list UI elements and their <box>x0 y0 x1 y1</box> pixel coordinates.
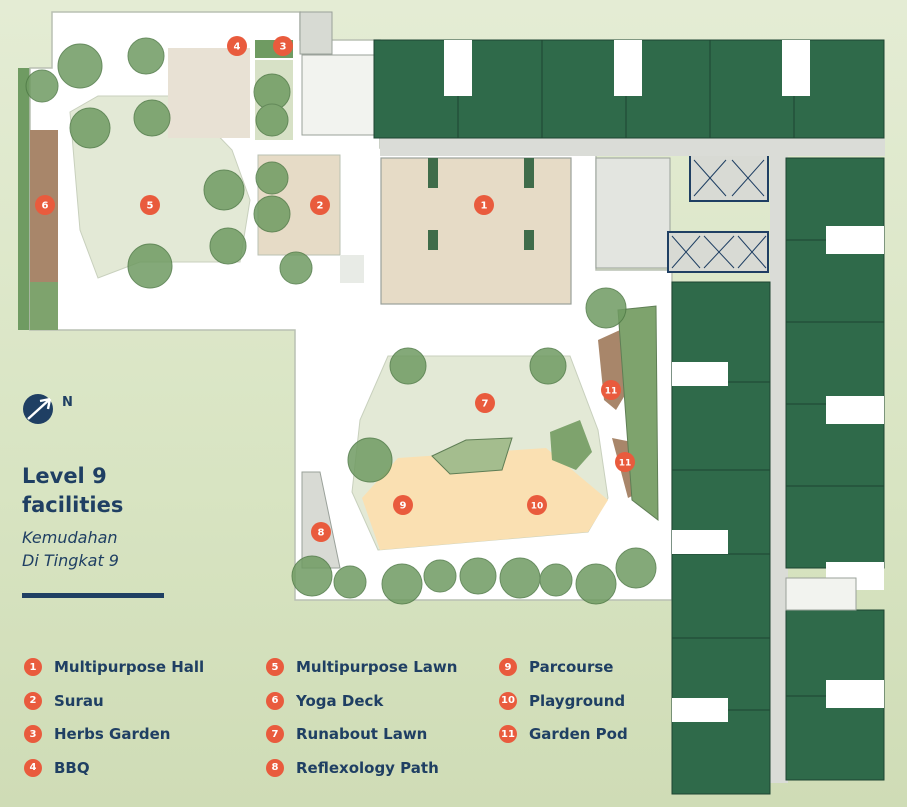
page-subtitle: Kemudahan Di Tingkat 9 <box>22 526 119 572</box>
compass-icon: N <box>23 394 73 424</box>
playground-mound <box>431 437 513 475</box>
legend-item-4: 4 BBQ <box>24 757 90 779</box>
map-marker-1: 1 <box>474 195 494 215</box>
legend-number-badge: 4 <box>24 758 42 777</box>
legend-item-3: 3 Herbs Garden <box>24 723 170 745</box>
bbq-deck <box>168 48 250 138</box>
map-marker-number: 11 <box>619 459 632 469</box>
legend-number-badge: 7 <box>266 725 284 743</box>
map-marker-number: 1 <box>481 201 488 212</box>
north-compass: N <box>22 392 82 436</box>
unit-block <box>709 39 795 139</box>
legend-item-10: 10 Playground <box>499 690 625 712</box>
legend-label: Yoga Deck <box>296 691 384 710</box>
map-marker-number: 11 <box>605 387 618 397</box>
legend-number-badge: 10 <box>499 691 517 710</box>
legend-number-badge: 9 <box>499 658 517 676</box>
legend-item-1: 1 Multipurpose Hall <box>24 656 204 678</box>
multipurpose-hall <box>380 157 572 305</box>
legend-item-11: 11 Garden Pod <box>499 723 628 745</box>
multipurpose-lawn <box>69 95 251 279</box>
legend-number-badge: 11 <box>499 725 517 743</box>
legend-number-badge: 3 <box>24 725 42 743</box>
map-marker-number: 7 <box>482 399 489 410</box>
legend-label: Reflexology Path <box>296 758 439 777</box>
unit-block <box>785 321 885 405</box>
unit-block <box>541 39 627 139</box>
title-line-1: Level 9 <box>22 464 107 488</box>
map-markers: 1 2 3 4 5 6 7 8 9 10 11 11 <box>35 36 635 542</box>
corridor-east <box>770 138 788 783</box>
legend-number-badge: 8 <box>266 758 284 777</box>
subtitle-line-2: Di Tingkat 9 <box>22 551 119 570</box>
map-marker-number: 9 <box>400 501 407 512</box>
map-marker-number: 6 <box>42 201 49 212</box>
heading-divider <box>22 593 164 598</box>
map-marker-10: 10 <box>527 495 547 515</box>
lobby-core-north <box>301 54 375 136</box>
map-marker-number: 3 <box>280 42 287 53</box>
lawn-planter <box>550 420 592 470</box>
map-marker-7: 7 <box>475 393 495 413</box>
stair-core-north <box>299 11 333 55</box>
legend-label: Runabout Lawn <box>296 725 428 743</box>
yoga-planter <box>30 282 58 330</box>
map-marker-11: 11 <box>601 380 621 400</box>
legend-item-5: 5 Multipurpose Lawn <box>266 656 457 678</box>
legend-label: Garden Pod <box>529 725 628 743</box>
left-planter-strip <box>18 68 32 330</box>
stair-core-east <box>785 577 857 611</box>
lift-lobby <box>595 157 671 269</box>
lift-shaft-north <box>689 154 769 202</box>
map-marker-8: 8 <box>311 522 331 542</box>
map-marker-9: 9 <box>393 495 413 515</box>
page-title: Level 9 facilities <box>22 462 123 520</box>
legend-label: Multipurpose Lawn <box>296 658 458 676</box>
legend-label: Multipurpose Hall <box>54 658 205 676</box>
unit-block <box>671 709 771 795</box>
map-marker-number: 10 <box>531 502 544 512</box>
map-marker-number: 2 <box>317 201 324 212</box>
map-marker-6: 6 <box>35 195 55 215</box>
map-marker-number: 4 <box>234 42 241 53</box>
map-marker-number: 5 <box>147 201 154 212</box>
title-line-2: facilities <box>22 493 124 517</box>
corridor-north <box>380 138 885 156</box>
map-marker-4: 4 <box>227 36 247 56</box>
legend-number-badge: 6 <box>266 691 284 710</box>
legend-label: Playground <box>529 691 626 710</box>
unit-block <box>671 381 771 471</box>
parcourse-playground <box>362 448 608 550</box>
legend-label: Surau <box>54 691 104 710</box>
map-marker-11: 11 <box>615 452 635 472</box>
unit-block <box>785 695 885 781</box>
surau-stair <box>340 255 364 283</box>
unit-block <box>671 553 771 639</box>
map-marker-3: 3 <box>273 36 293 56</box>
legend-number-badge: 5 <box>266 658 284 676</box>
legend-item-8: 8 Reflexology Path <box>266 757 439 779</box>
map-marker-2: 2 <box>310 195 330 215</box>
legend-number-badge: 2 <box>24 691 42 710</box>
legend-item-6: 6 Yoga Deck <box>266 690 383 712</box>
legend-item-7: 7 Runabout Lawn <box>266 723 427 745</box>
map-marker-number: 8 <box>318 528 325 539</box>
legend-label: BBQ <box>54 758 90 777</box>
lift-shaft-south <box>667 231 769 273</box>
legend-number-badge: 1 <box>24 658 42 676</box>
legend-label: Herbs Garden <box>54 725 171 743</box>
map-marker-5: 5 <box>140 195 160 215</box>
legend-item-2: 2 Surau <box>24 690 104 712</box>
east-planter <box>617 305 659 522</box>
subtitle-line-1: Kemudahan <box>22 528 118 547</box>
legend-label: Parcourse <box>529 658 614 676</box>
reflexology-path <box>301 471 341 569</box>
compass-label: N <box>62 395 73 410</box>
unit-block <box>785 485 885 569</box>
legend-item-9: 9 Parcourse <box>499 656 614 678</box>
